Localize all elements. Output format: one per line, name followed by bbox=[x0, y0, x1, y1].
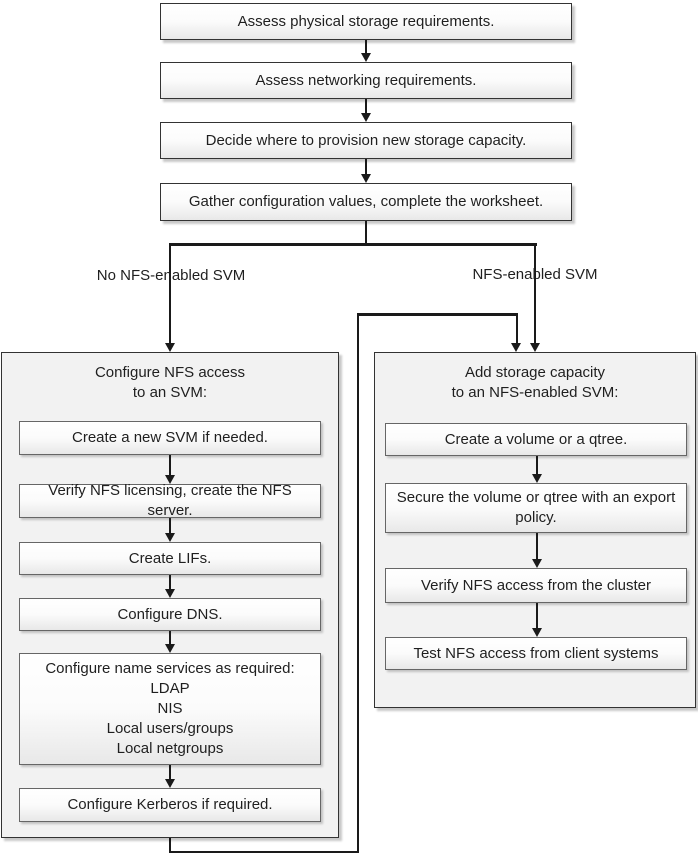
arrow-shaft bbox=[168, 765, 172, 780]
flow-arrow-loop-into-right-panel bbox=[511, 315, 522, 352]
flow-arrow-left-5 bbox=[164, 765, 176, 788]
step-assess-physical-storage: Assess physical storage requirements. bbox=[160, 3, 572, 40]
connector-loop-down bbox=[168, 838, 172, 853]
arrowhead-icon bbox=[531, 628, 542, 637]
step-decide-provision-location: Decide where to provision new storage ca… bbox=[160, 122, 572, 159]
flow-arrow-branch-right bbox=[529, 244, 541, 352]
flow-arrow-left-3 bbox=[164, 575, 176, 598]
flow-arrow-top-3 bbox=[360, 159, 372, 183]
step-configure-name-services: Configure name services as required: LDA… bbox=[19, 653, 321, 765]
arrow-shaft bbox=[168, 244, 172, 344]
step-create-volume-qtree: Create a volume or a qtree. bbox=[385, 423, 687, 456]
branch-label-nfs-svm: NFS-enabled SVM bbox=[472, 266, 598, 283]
arrow-shaft bbox=[535, 456, 539, 475]
flow-arrow-left-2 bbox=[164, 518, 176, 542]
step-gather-config-values: Gather configuration values, complete th… bbox=[160, 183, 572, 221]
step-create-lifs: Create LIFs. bbox=[19, 542, 321, 575]
flow-arrow-right-1 bbox=[531, 456, 543, 483]
arrowhead-icon bbox=[164, 589, 175, 598]
connector-branch-horizontal bbox=[168, 243, 537, 246]
arrowhead-icon bbox=[531, 474, 542, 483]
arrowhead-icon bbox=[360, 53, 371, 62]
flow-arrow-top-1 bbox=[360, 40, 372, 62]
arrowhead-icon bbox=[164, 343, 175, 352]
arrow-shaft bbox=[364, 159, 368, 175]
step-assess-networking: Assess networking requirements. bbox=[160, 62, 572, 99]
panel-title-configure-nfs: Configure NFS access to an SVM: bbox=[94, 364, 246, 401]
arrow-shaft bbox=[533, 244, 537, 344]
arrowhead-icon bbox=[529, 343, 540, 352]
step-configure-dns: Configure DNS. bbox=[19, 598, 321, 631]
connector-branch-stem bbox=[364, 221, 368, 246]
arrow-shaft bbox=[364, 40, 368, 54]
arrowhead-icon bbox=[531, 559, 542, 568]
arrowhead-icon bbox=[360, 113, 371, 122]
step-verify-nfs-access-cluster: Verify NFS access from the cluster bbox=[385, 568, 687, 603]
flow-arrow-right-2 bbox=[531, 533, 543, 568]
arrowhead-icon bbox=[164, 533, 175, 542]
flow-arrow-left-1 bbox=[164, 455, 176, 484]
arrow-shaft bbox=[535, 603, 539, 629]
flow-arrow-right-3 bbox=[531, 603, 543, 637]
arrow-shaft bbox=[515, 315, 518, 344]
flow-arrow-branch-left bbox=[164, 244, 176, 352]
connector-loop-up bbox=[356, 313, 360, 853]
arrowhead-icon bbox=[164, 644, 175, 653]
step-create-svm: Create a new SVM if needed. bbox=[19, 421, 321, 455]
step-configure-kerberos: Configure Kerberos if required. bbox=[19, 788, 321, 822]
step-verify-nfs-licensing: Verify NFS licensing, create the NFS ser… bbox=[19, 482, 321, 519]
arrow-shaft bbox=[168, 575, 172, 590]
connector-loop-top bbox=[356, 313, 518, 316]
arrow-shaft bbox=[168, 455, 172, 476]
panel-title-add-storage: Add storage capacity to an NFS-enabled S… bbox=[451, 364, 619, 401]
arrow-shaft bbox=[168, 631, 172, 645]
flow-arrow-left-4 bbox=[164, 631, 176, 653]
connector-loop-bottom bbox=[168, 850, 360, 853]
arrow-shaft bbox=[168, 518, 172, 534]
branch-label-no-nfs-svm: No NFS-enabled SVM bbox=[96, 267, 246, 284]
step-test-nfs-access-clients: Test NFS access from client systems bbox=[385, 637, 687, 670]
arrowhead-icon bbox=[164, 779, 175, 788]
step-secure-export-policy: Secure the volume or qtree with an expor… bbox=[385, 483, 687, 533]
arrow-shaft bbox=[535, 533, 539, 560]
arrowhead-icon bbox=[360, 174, 371, 183]
flow-arrow-top-2 bbox=[360, 99, 372, 122]
arrow-shaft bbox=[364, 99, 368, 114]
arrowhead-icon bbox=[164, 475, 175, 484]
arrowhead-icon bbox=[511, 343, 522, 352]
